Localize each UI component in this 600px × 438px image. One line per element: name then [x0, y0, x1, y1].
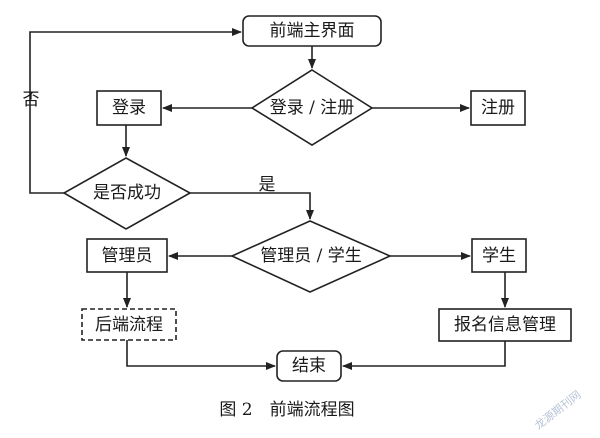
node-success-label: 是否成功: [93, 183, 161, 203]
node-backend-box: [81, 308, 177, 341]
node-register: 注册: [470, 90, 526, 126]
node-register-box: [470, 90, 526, 126]
edge-no-back-to-main: [29, 28, 242, 194]
node-end-label: 结束: [292, 356, 326, 376]
node-login-register-diamond: [250, 69, 374, 146]
node-student-label: 学生: [482, 246, 516, 266]
node-success: 是否成功: [62, 157, 192, 230]
node-end: 结束: [276, 350, 342, 382]
node-login-register: 登录 / 注册: [250, 69, 374, 146]
node-end-box: [276, 350, 342, 382]
node-admin-student-label: 管理员 / 学生: [260, 246, 362, 266]
node-signup-label: 报名信息管理: [454, 315, 556, 335]
node-admin: 管理员: [86, 238, 168, 273]
node-login-register-label: 登录 / 注册: [270, 98, 355, 118]
edge-signup-to-end: [342, 341, 506, 370]
node-register-label: 注册: [481, 98, 515, 118]
node-main-box: [242, 15, 382, 47]
node-backend-label: 后端流程: [95, 315, 163, 335]
figure-caption: 图 2 前端流程图: [219, 400, 354, 420]
node-admin-student-diamond: [230, 220, 392, 293]
node-student: 学生: [471, 238, 527, 273]
node-success-diamond: [62, 157, 192, 230]
edges: [29, 28, 509, 370]
node-main: 前端主界面: [242, 15, 382, 47]
node-login-label: 登录: [112, 98, 146, 118]
node-admin-student: 管理员 / 学生: [230, 220, 392, 293]
node-main-label: 前端主界面: [270, 21, 355, 41]
edge-yes-to-admin-student: [190, 192, 314, 220]
node-signup-box: [438, 308, 572, 342]
node-admin-label: 管理员: [102, 246, 153, 266]
edge-backend-to-end: [126, 340, 276, 370]
node-admin-box: [86, 238, 168, 273]
node-login-box: [96, 90, 162, 126]
node-login: 登录: [96, 90, 162, 126]
node-student-box: [471, 238, 527, 273]
edge-label-no: 否: [23, 90, 40, 110]
node-backend: 后端流程: [81, 308, 177, 341]
watermark: 龙源期刊网: [532, 387, 584, 432]
edge-label-yes: 是: [259, 175, 276, 195]
node-signup: 报名信息管理: [438, 308, 572, 342]
